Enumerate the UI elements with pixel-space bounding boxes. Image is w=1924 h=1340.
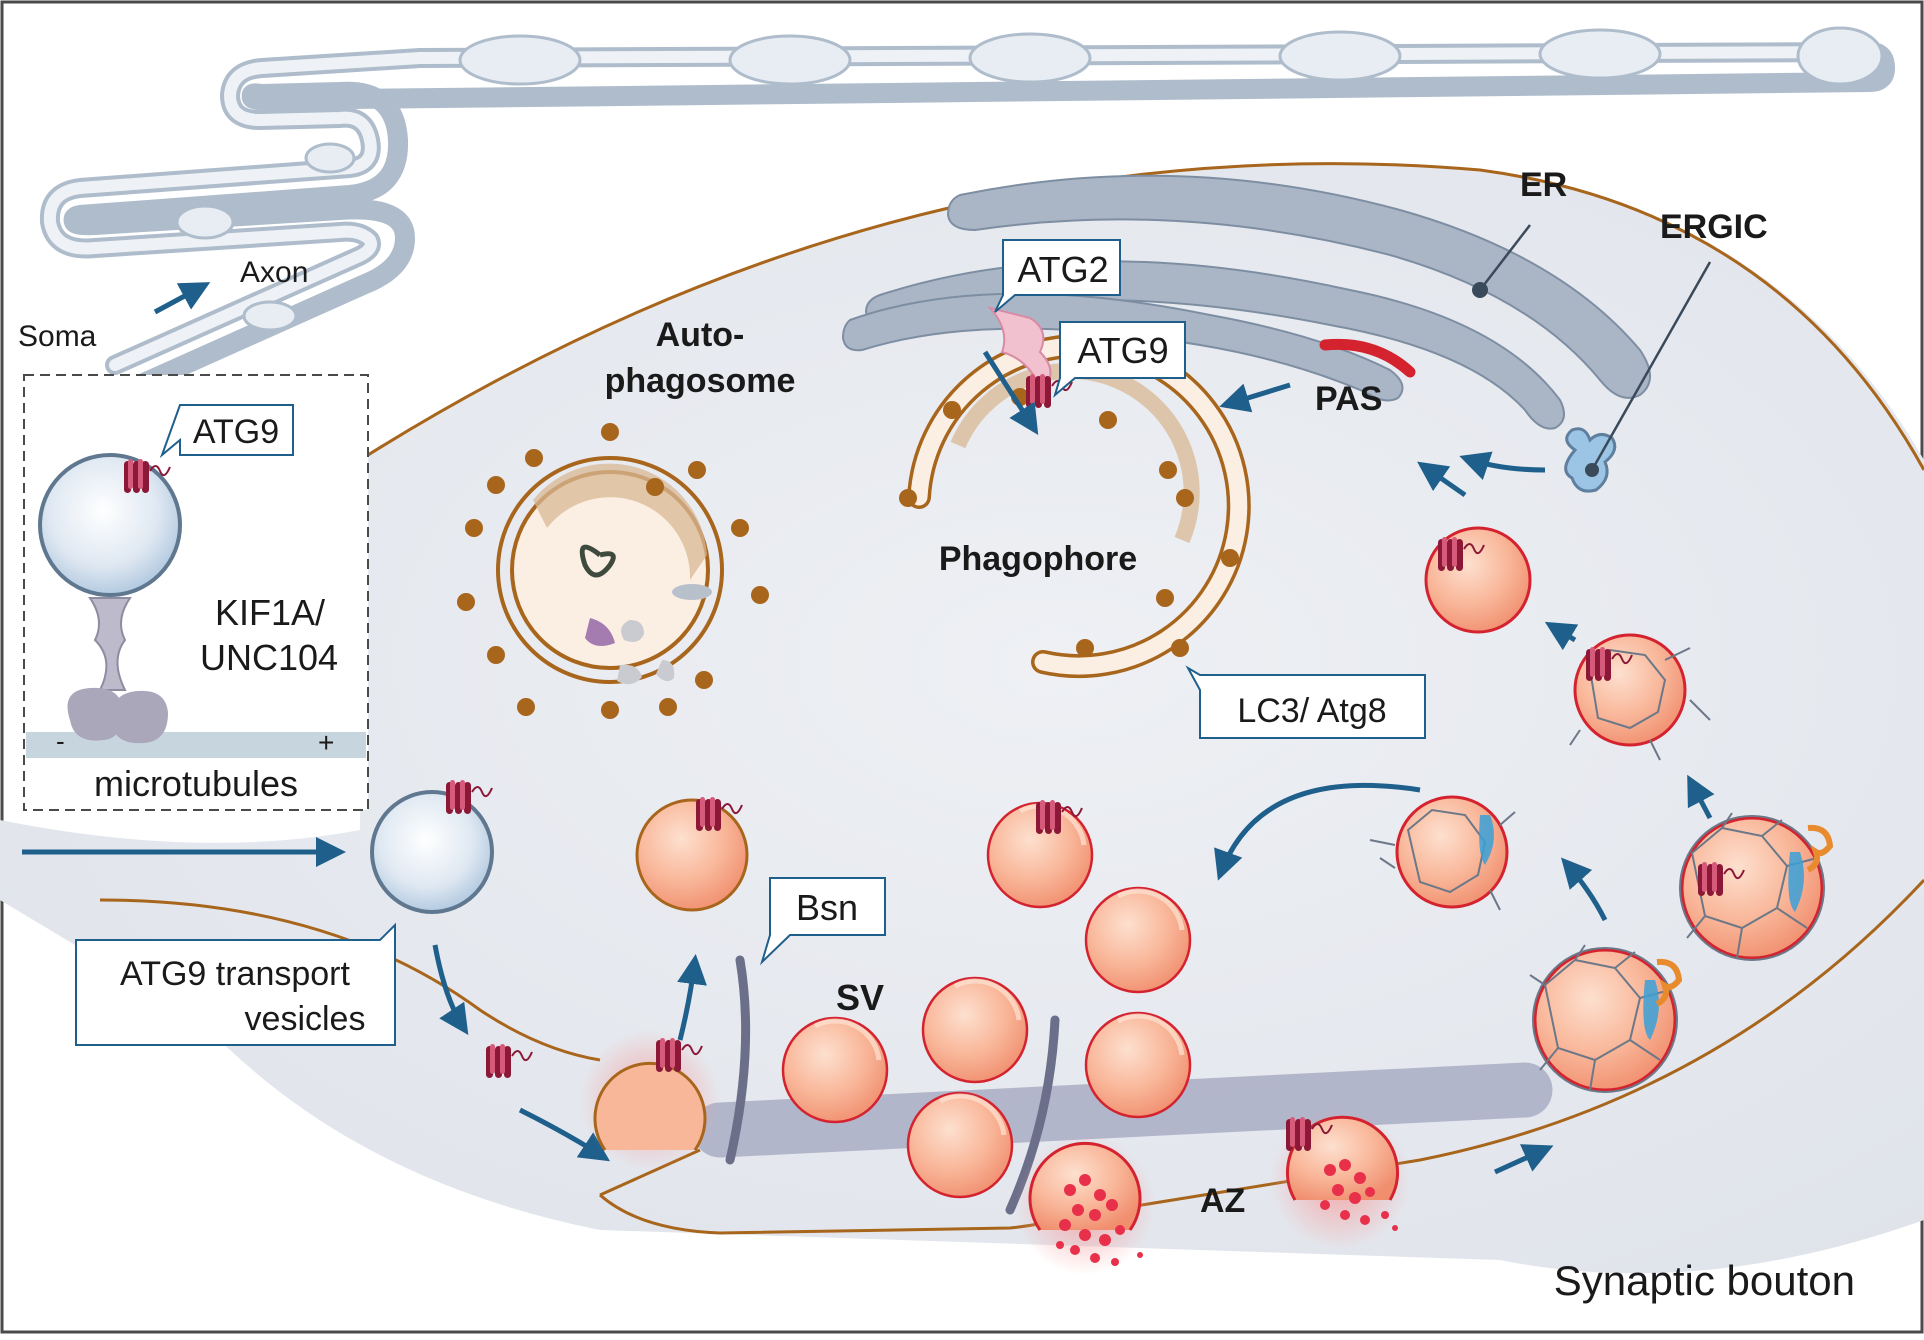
released-atg9-vesicle (635, 796, 749, 912)
exocytosis-arrow (1493, 1144, 1554, 1175)
synaptic-bouton-label: Synaptic bouton (1554, 1257, 1855, 1304)
bouton-membrane-top (359, 162, 1924, 471)
ergic-label: ERGIC (1660, 208, 1768, 246)
bsn-callout: Bsn (759, 877, 886, 966)
atg9-top-label: ATG9 (1077, 330, 1168, 371)
lc3-callout: LC3/ Atg8 (1185, 665, 1426, 739)
atg9-transport-vesicle (370, 779, 494, 914)
autophagosome (496, 456, 724, 685)
az-label: AZ (1200, 1182, 1245, 1220)
auxiliary-protein-2 (1806, 824, 1834, 873)
soma-label: Soma (18, 320, 97, 353)
autophagosome-label-line2: phagosome (605, 362, 796, 400)
uncoated-atg9-vesicle (1424, 526, 1532, 634)
atg2-label: ATG2 (1017, 249, 1108, 290)
bassoon-scaffold (725, 955, 751, 1165)
atg9-inset-label: ATG9 (193, 413, 279, 451)
sv-recycling-arrow (1214, 782, 1421, 881)
recycle-arrow-3 (1544, 621, 1579, 651)
atg9-transport-label-line2: vesicles (245, 1000, 366, 1038)
endocytic-atg9-vesicle (580, 1030, 720, 1170)
kif1a-inset: - + microtubules KIF1A/ UNC104 ATG9 (23, 374, 369, 811)
autophagosome-label-line1: Auto- (656, 316, 745, 354)
ergic-pointer-line (1590, 261, 1712, 471)
microtubules-label: microtubules (94, 763, 298, 804)
bouton-membrane-bottom (599, 878, 1924, 1235)
pas-structure (1319, 338, 1416, 378)
axon-label: Axon (240, 256, 308, 289)
auxiliary-protein-1 (1655, 958, 1683, 1007)
axon-direction-arrow (153, 282, 211, 315)
fusing-vesicle-2 (1270, 1110, 1410, 1250)
kif1a-label-line2: UNC104 (200, 637, 338, 678)
ergic-arrow-2 (1459, 451, 1546, 480)
bsn-label: Bsn (796, 887, 858, 928)
clathrin-coated-vesicle-2 (1679, 812, 1825, 961)
clathrin-coated-vesicle-1 (1529, 944, 1678, 1093)
plus-end-label: + (318, 727, 334, 758)
uncoating-vesicle (1369, 795, 1516, 911)
lateral-diffusion-arrow (518, 1107, 611, 1162)
ergic-arrow-1 (1417, 461, 1467, 498)
recycle-arrow-1 (1687, 774, 1715, 820)
atg9-top-callout: ATG9 (1053, 321, 1186, 398)
phagophore (907, 334, 1251, 678)
atg9-transport-label-line1: ATG9 transport (120, 955, 350, 993)
atg2-lipid-transfer-arrow (982, 350, 1039, 436)
pas-to-phagophore-arrow (1219, 382, 1291, 413)
pas-label: PAS (1315, 380, 1382, 418)
minus-end-label: - (56, 726, 65, 756)
fusing-vesicle-1 (1015, 1135, 1155, 1275)
recycle-arrow-2 (1561, 857, 1608, 922)
atg2-callout: ATG2 (994, 239, 1121, 313)
er-pointer-line (1479, 224, 1531, 291)
partially-uncoated-vesicle (1569, 633, 1711, 761)
vesicle-fusion-arrow (432, 944, 469, 1035)
budding-arrow (677, 954, 707, 1041)
endoplasmic-reticulum (841, 174, 1651, 430)
bouton-cytoplasm (0, 163, 1924, 1274)
lc3-label: LC3/ Atg8 (1237, 692, 1386, 730)
axon-tube (39, 26, 1895, 400)
atg9-transport-callout: ATG9 transport vesicles (75, 922, 396, 1046)
phagophore-label: Phagophore (939, 540, 1137, 578)
er-label: ER (1520, 166, 1567, 204)
ergic-compartment (1564, 427, 1617, 493)
sv-label: SV (836, 977, 884, 1018)
kif1a-label-line1: KIF1A/ (215, 592, 325, 633)
